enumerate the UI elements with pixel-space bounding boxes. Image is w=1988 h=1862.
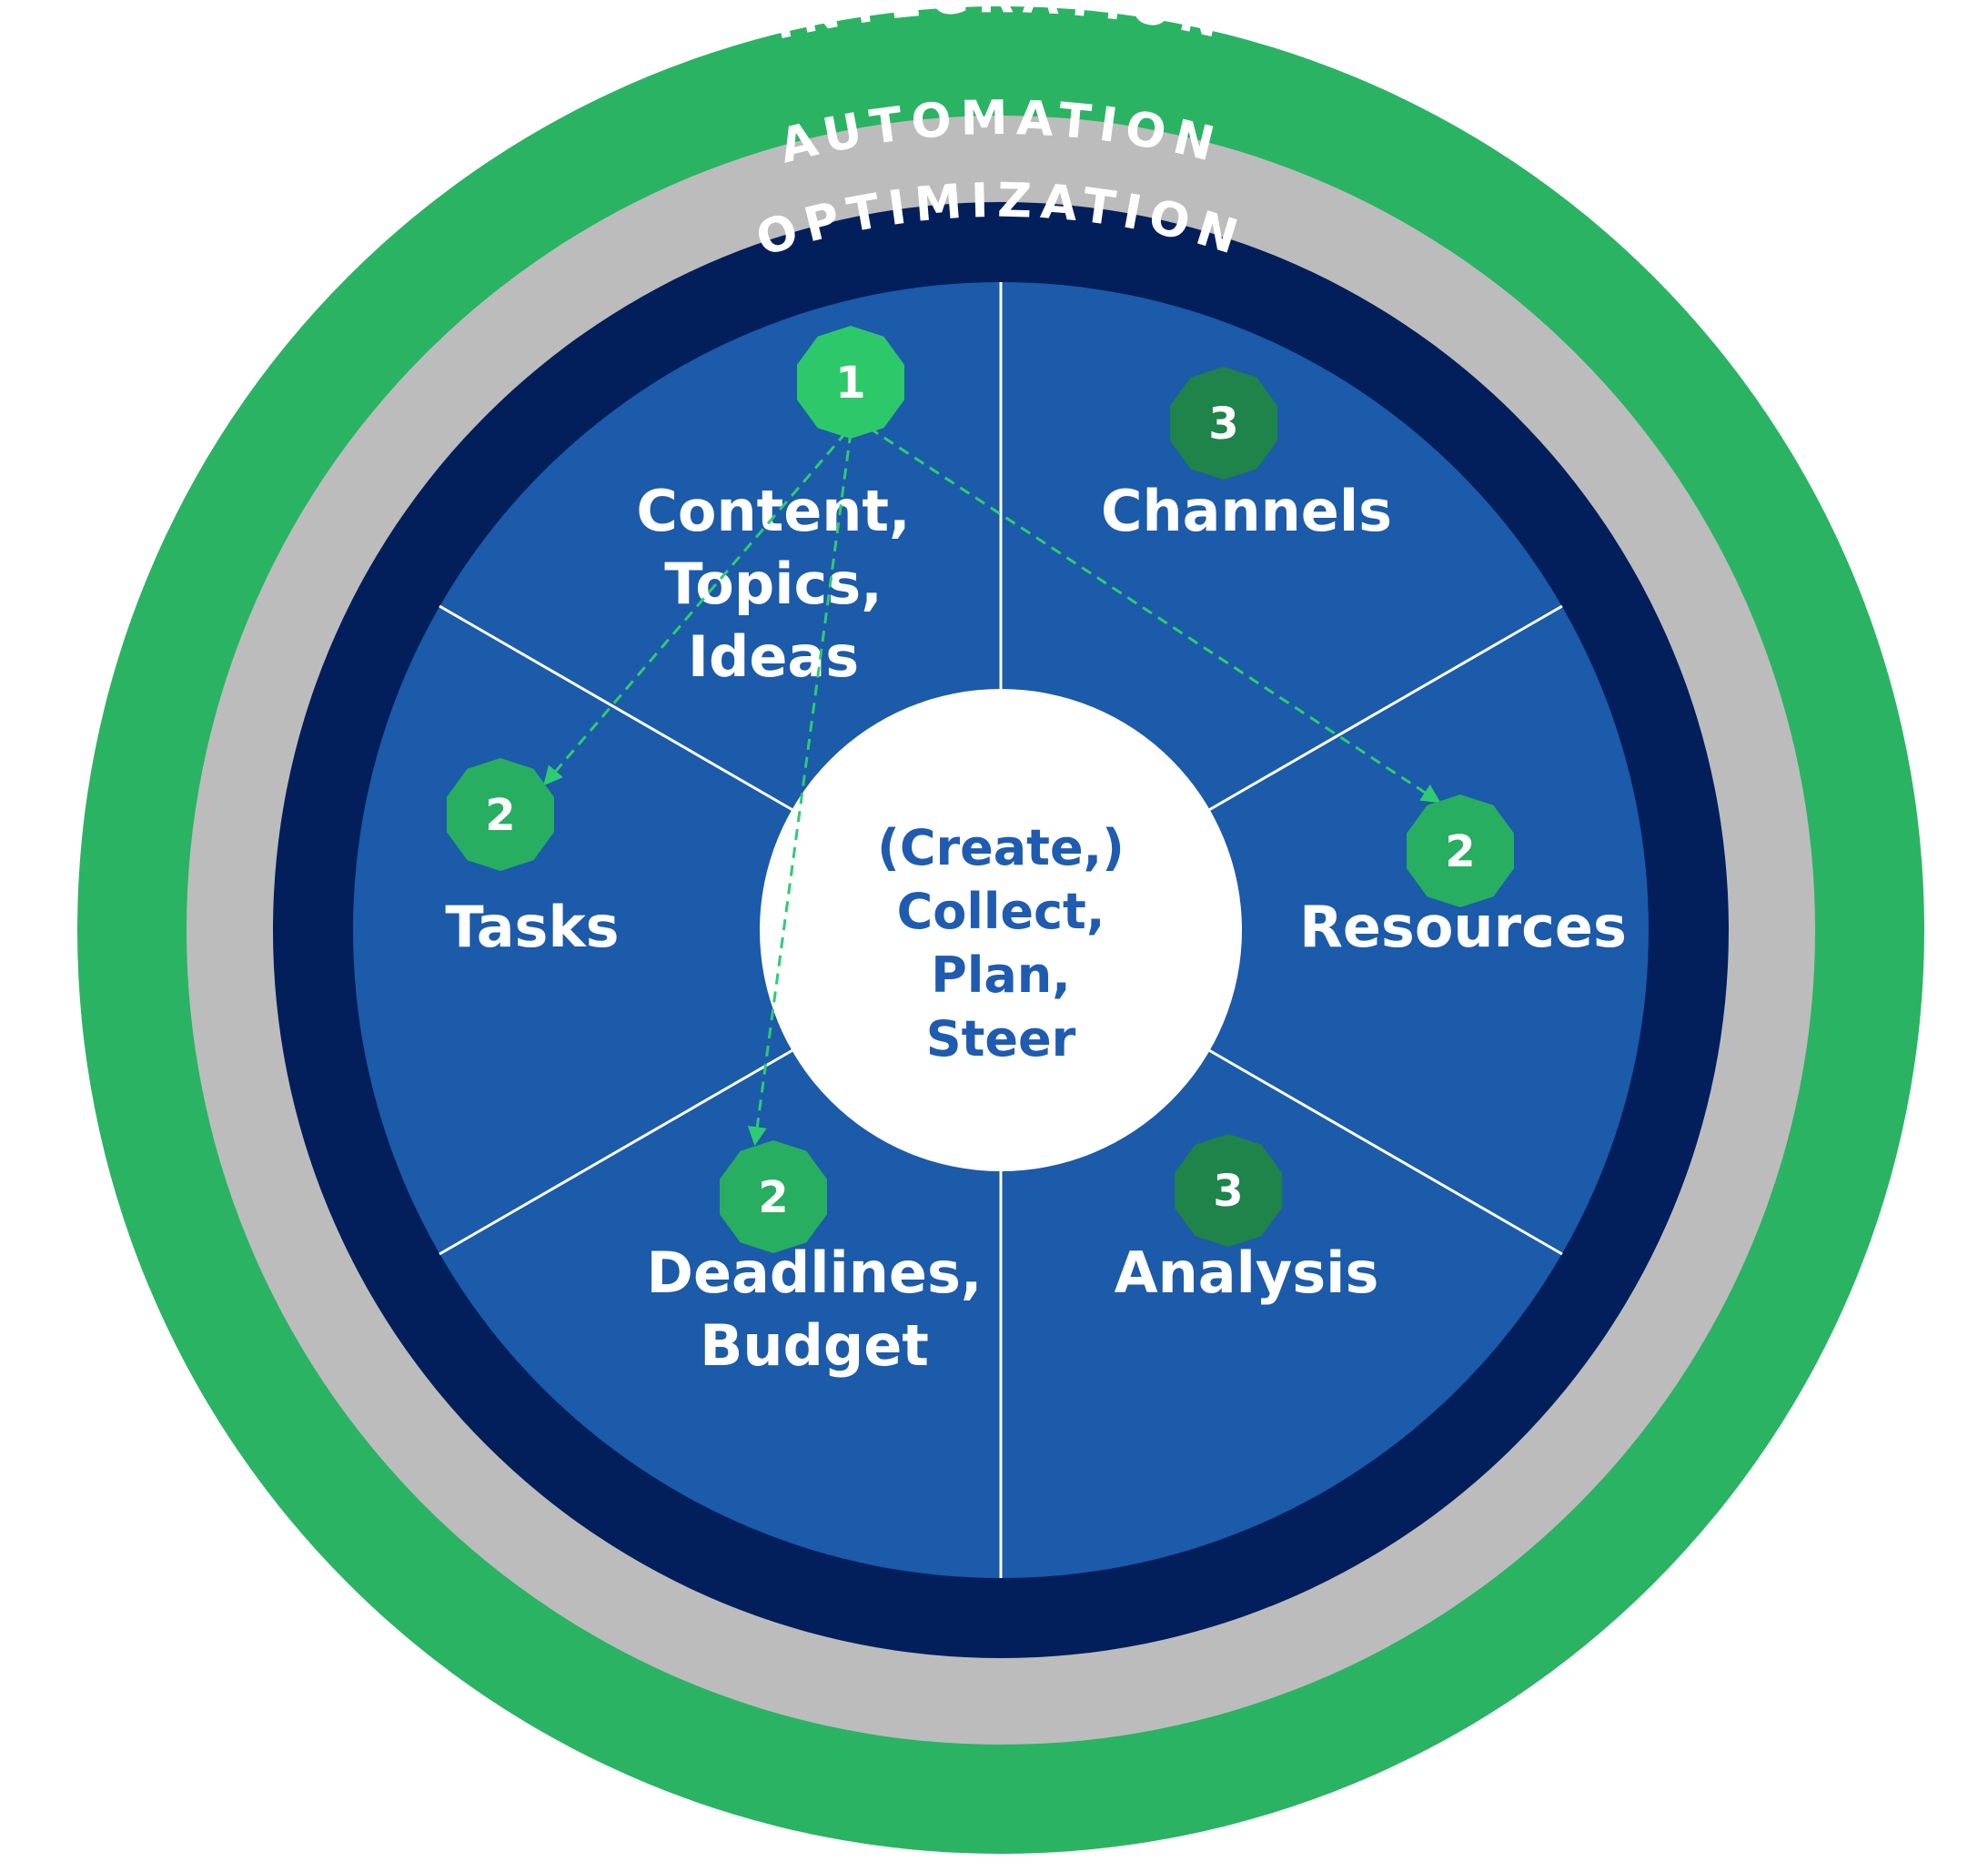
segment-labels: Content,Topics,IdeasChannelsResourcesAna… (445, 478, 1626, 1379)
segment-label-channels: Channels (1101, 478, 1392, 544)
segment-label-line: Analysis (1115, 1240, 1379, 1306)
segment-label-analysis: Analysis (1115, 1240, 1379, 1306)
badge-analysis: 3 (1175, 1134, 1282, 1247)
center-label-line: Steer (926, 1010, 1076, 1068)
center-label: (Create,) Collect, Plan, Steer (877, 819, 1125, 1068)
badge-shape (797, 326, 904, 439)
center-label-line: (Create,) (877, 819, 1125, 876)
badge-number: 1 (835, 358, 865, 409)
segment-label-line: Topics, (664, 551, 883, 617)
segment-label-line: Channels (1101, 478, 1392, 544)
center-hub (760, 689, 1242, 1171)
badge-shape (1175, 1134, 1282, 1247)
badge-shape (720, 1140, 827, 1253)
badge-content: 1 (797, 326, 904, 439)
divider-lower-right (1206, 1047, 1563, 1256)
arrow-content-to-resources (868, 426, 1441, 804)
segment-label-line: Budget (700, 1312, 929, 1379)
center-label-line: Plan, (931, 946, 1070, 1004)
divider-upper-right (1206, 604, 1563, 813)
center-label-line: Collect, (897, 883, 1105, 940)
badge-number: 3 (1213, 1166, 1243, 1217)
badge-shape (447, 758, 554, 871)
badge-number: 2 (758, 1172, 788, 1223)
segment-label-line: Deadlines, (647, 1240, 983, 1306)
badge-channels: 3 (1170, 367, 1277, 480)
badge-shape (1407, 794, 1514, 907)
badge-number: 2 (485, 790, 515, 841)
segment-dividers (439, 282, 1563, 1578)
badge-number: 3 (1208, 399, 1238, 450)
segment-label-content: Content, Topics,Ideas (636, 478, 910, 690)
arrow-content-to-deadlines (747, 431, 853, 1147)
divider-lower-left (439, 1047, 795, 1256)
segment-label-line: Tasks (445, 894, 619, 960)
badge-shape (1170, 367, 1277, 480)
segment-label-tasks: Tasks (445, 894, 619, 960)
segment-label-deadlines: Deadlines,Budget (647, 1240, 983, 1379)
divider-upper-left (439, 604, 795, 813)
flow-arrows (543, 426, 1441, 1147)
badge-deadlines: 2 (720, 1140, 827, 1253)
badge-resources: 2 (1407, 794, 1514, 907)
badge-number: 2 (1445, 826, 1475, 877)
badge-tasks: 2 (447, 758, 554, 871)
segment-label-line: Ideas (688, 623, 859, 690)
segment-label-line: Content, (636, 478, 910, 544)
arrow-content-to-tasks (543, 431, 848, 786)
step-badges: 1 3 2 3 2 2 (447, 326, 1514, 1253)
